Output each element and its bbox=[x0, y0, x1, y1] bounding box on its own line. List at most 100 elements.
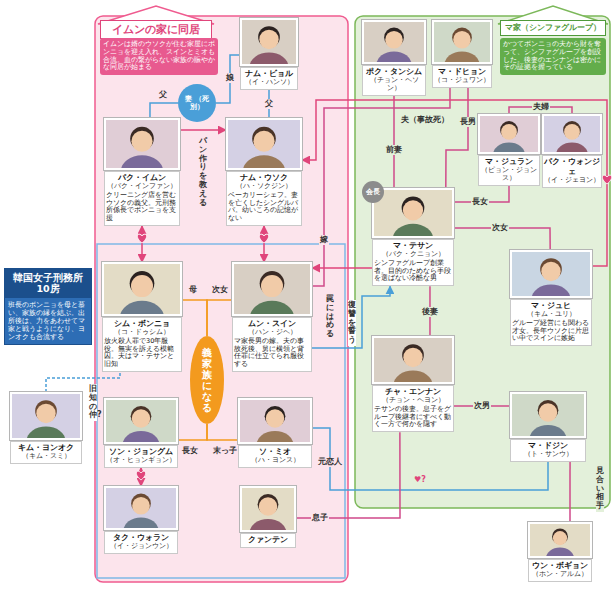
family-area: イムンの家に同居イムンは婿のウソクが住む家屋にボンニョを迎え入れ、スインとミオも… bbox=[95, 16, 348, 582]
portrait-figure bbox=[106, 400, 176, 442]
prison-outline bbox=[97, 244, 345, 578]
person-name: マ・テサン bbox=[374, 241, 452, 251]
portrait-figure bbox=[242, 20, 296, 64]
relation-label: 母 bbox=[188, 285, 198, 294]
name-plate: チャ・エンナン（チョン・ヘヨン）テサンの後妻。息子をグループ後継者にすべく動く一… bbox=[372, 385, 454, 432]
heart-symbol bbox=[259, 234, 268, 243]
actor-name: （コ・ジュワン） bbox=[434, 77, 490, 85]
portrait-figure bbox=[242, 488, 294, 530]
person-card: タク・ウォラン（イ・ジョンウン） bbox=[104, 486, 178, 554]
area-title: マ家（シンファグループ） bbox=[500, 20, 606, 36]
person-card: マ・ドヒョン（コ・ジュワン） bbox=[432, 20, 492, 88]
portrait-figure bbox=[480, 116, 538, 152]
name-plate: ポク・タンシム（チョン・ヘソン） bbox=[362, 65, 426, 96]
person-name: シム・ボンニョ bbox=[104, 319, 180, 329]
actor-name: （ハ・ソクジン） bbox=[228, 183, 300, 191]
person-card: マ・ドジン（ト・サンウ） bbox=[510, 392, 586, 462]
portrait-body bbox=[556, 142, 588, 152]
person-card: キム・ヨンオク（キム・スミ） bbox=[10, 392, 82, 464]
portrait-body bbox=[394, 370, 433, 382]
relation-label: 父 bbox=[158, 90, 168, 99]
actor-name: （イ・ハンソ） bbox=[242, 79, 296, 87]
person-name: ウン・ボギョン bbox=[530, 561, 590, 571]
relation-line bbox=[302, 100, 607, 266]
name-plate: タク・ウォラン（イ・ジョンウン） bbox=[104, 531, 178, 554]
person-name: ナム・ビョル bbox=[242, 69, 296, 79]
relation-line bbox=[393, 96, 395, 188]
actor-name: （チョン・ヘソン） bbox=[364, 77, 424, 93]
portrait-body bbox=[243, 155, 285, 168]
actor-name: （キム・ユリ） bbox=[512, 311, 590, 319]
portrait-photo bbox=[226, 118, 302, 170]
relation-line bbox=[150, 103, 178, 118]
portrait-photo bbox=[102, 262, 182, 316]
relation-line bbox=[178, 424, 207, 440]
portrait-body bbox=[120, 301, 164, 314]
box-note: 班長のボンニョを母と慕い、家族の縁を結ぶ。出所後は、力をあわせてマ家と戦うように… bbox=[5, 298, 91, 345]
name-plate: マ・ジュラン（ピョン・ジョンス） bbox=[478, 155, 540, 186]
person-note: クリーニング店を営むウソクの義父。元刑務所係長でボンニョを支援 bbox=[106, 192, 178, 223]
person-card: パク・イムン（パク・インファン）クリーニング店を営むウソクの義父。元刑務所係長で… bbox=[104, 118, 180, 226]
name-plate: ナム・ウソク（ハ・ソクジン）ベーカリーシェフ。妻を亡くしたシングルパパ。幼いころ… bbox=[226, 171, 302, 226]
portrait-photo bbox=[542, 114, 602, 154]
relation-line bbox=[180, 129, 226, 131]
relation-line bbox=[141, 226, 143, 262]
portrait-photo bbox=[432, 20, 492, 64]
portrait-body bbox=[123, 517, 158, 528]
title-badge: 会長 bbox=[362, 181, 384, 203]
person-card: ムン・スイン（ハン・ジヘ）マ家長男の嫁。夫の事故死後、舅に横領と背任罪に仕立てら… bbox=[232, 262, 312, 372]
relation-label: 次女 bbox=[491, 223, 509, 232]
relation-label: 娘 bbox=[225, 73, 235, 82]
portrait-figure bbox=[240, 400, 310, 442]
portrait-photo bbox=[528, 522, 592, 558]
relation-line bbox=[446, 88, 468, 188]
portrait-photo bbox=[478, 114, 540, 154]
person-name: ポク・タンシム bbox=[364, 67, 424, 77]
name-plate: シム・ボンニョ（コ・ドゥシム）放火殺人罪で30年服役。無実を訴える模範囚。夫はマ… bbox=[102, 317, 182, 372]
actor-name: （イ・ジョンウン） bbox=[106, 543, 176, 551]
portrait-head bbox=[403, 200, 423, 220]
actor-name: （ホン・アルム） bbox=[530, 571, 590, 579]
portrait-figure bbox=[512, 394, 584, 436]
portrait-figure bbox=[104, 264, 180, 314]
portrait-body bbox=[546, 548, 574, 556]
portrait-head bbox=[539, 403, 557, 421]
portrait-head bbox=[259, 30, 278, 49]
area-note: かつてボンニョの夫から財を奪って、シンファグループを創設した。後妻のエンナンは密… bbox=[500, 38, 606, 75]
portrait-photo bbox=[240, 18, 298, 66]
relation-label: 長男 bbox=[459, 117, 477, 126]
portrait-figure bbox=[12, 394, 80, 438]
name-plate: キム・ヨンオク（キム・スミ） bbox=[10, 441, 82, 464]
badge-text: 妻 （死別） bbox=[181, 95, 213, 111]
actor-name: （パク・クニョン） bbox=[374, 251, 452, 259]
person-card: チャ・エンナン（チョン・ヘヨン）テサンの後妻。息子をグループ後継者にすべく動く一… bbox=[372, 336, 454, 432]
relation-label: 見合い相手 bbox=[596, 466, 604, 512]
person-name: チャ・エンナン bbox=[374, 387, 452, 397]
portrait-body bbox=[530, 425, 567, 436]
person-name: パク・イムン bbox=[106, 173, 178, 183]
actor-name: （キム・スミ） bbox=[12, 453, 80, 461]
name-plate: マ・テサン（パク・クニョン）シンファグループ創業者。目的のためなら手段を選ばない… bbox=[372, 239, 454, 286]
person-name: ナム・ウソク bbox=[228, 173, 300, 183]
name-plate: マ・ドヒョン（コ・ジュワン） bbox=[432, 65, 492, 88]
relation-label: 元恋人 bbox=[317, 457, 343, 466]
heart-symbol bbox=[602, 175, 611, 184]
person-name: マ・ドヒョン bbox=[434, 67, 490, 77]
portrait-body bbox=[121, 155, 163, 168]
relation-label: 嫁 bbox=[319, 235, 329, 244]
portrait-body bbox=[257, 431, 294, 442]
name-plate: クァンテン bbox=[240, 533, 296, 548]
relation-label: 父 bbox=[264, 99, 274, 108]
person-card: ソン・ジョングム（オ・ヒョンギョン） bbox=[104, 398, 178, 468]
person-name: ソン・ジョングム bbox=[106, 447, 176, 457]
portrait-head bbox=[259, 497, 277, 515]
portrait-figure bbox=[374, 190, 452, 236]
area-title: イムンの家に同居 bbox=[100, 20, 212, 39]
portrait-head bbox=[403, 348, 422, 367]
person-name: マ・ジュヒ bbox=[512, 301, 590, 311]
heart-symbol bbox=[137, 234, 146, 243]
person-note: テサンの後妻。息子をグループ後継者にすべく動く一方で何かを隠す bbox=[374, 406, 452, 429]
actor-name: （ト・サンウ） bbox=[512, 451, 584, 459]
